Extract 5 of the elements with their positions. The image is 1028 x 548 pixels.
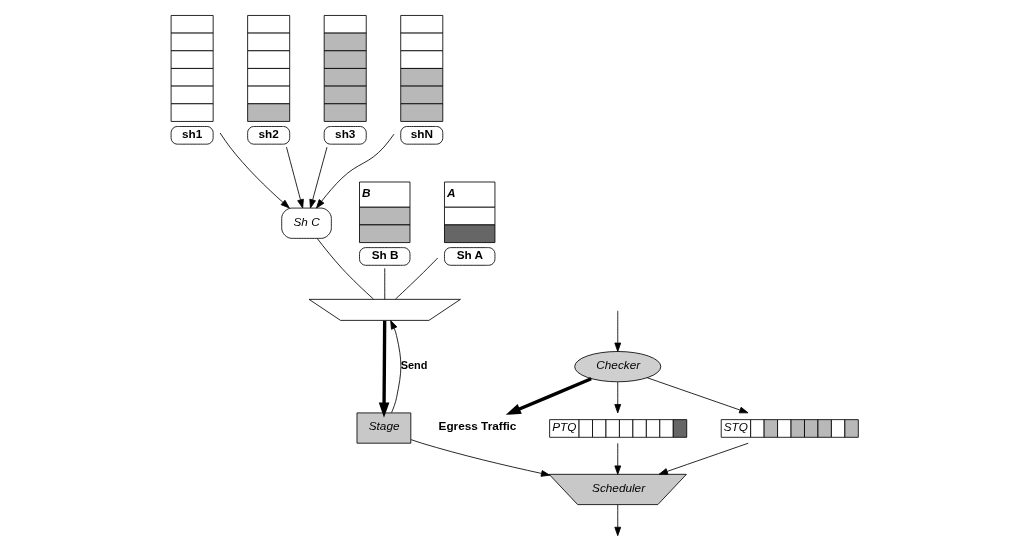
node-text: Egress Traffic [438,419,516,433]
edge-label: Send [400,358,427,371]
node-text: shN [410,126,433,140]
node-text: sh1 [181,126,202,140]
node-text: sh2 [258,126,279,140]
